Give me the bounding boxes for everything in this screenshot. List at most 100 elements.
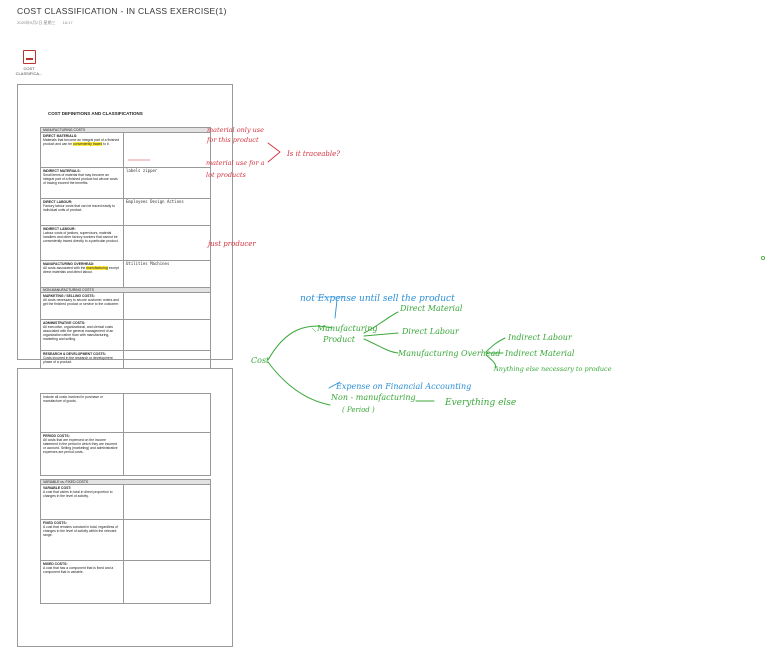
red-bracket-stroke [267,142,281,163]
definition-cell: DIRECT LABOUR:Factory labour costs that … [40,198,124,226]
answer-cell[interactable] [123,432,211,476]
branch-overhead [363,338,399,354]
definitions-table-continued: Include all costs involved in purchase o… [40,393,211,476]
mindmap-indirect-labour: Indirect Labour [507,333,573,342]
green-ink-dot [761,255,766,260]
branch-anything-else [485,354,496,369]
definition-text: All executive, organizational, and cleri… [43,325,114,341]
answer-cell[interactable]: Utilities Machines [123,260,211,288]
document-heading: COST DEFINITIONS AND CLASSIFICATIONS [48,111,143,116]
answer-cell[interactable] [123,393,211,433]
attachment-name-line1: COST [23,66,35,71]
printout-page-2: Include all costs involved in purchase o… [17,368,233,647]
definition-term: RESEARCH & DEVELOPMENT COSTS: [43,352,106,356]
branch-cost-manufacturing [267,325,333,361]
mindmap-root-cost: Cost [251,356,270,365]
definition-row: INDIRECT LABOUR:Labour costs of janitors… [40,225,211,261]
definition-text: All costs associated with the [43,266,87,270]
definition-text: All costs that are expensed on the incom… [43,438,118,454]
definition-term: INDIRECT MATERIALS: [43,169,81,173]
answer-cell[interactable]: labels zipper [123,167,211,199]
answer-cell[interactable] [123,292,211,320]
definition-cell: VARIABLE COST:A cost that varies in tota… [40,484,124,520]
definition-text: Materials that become an integral part o… [43,138,120,146]
answer-cell[interactable] [123,484,211,520]
definition-term: ADMINISTRATIVE COSTS: [43,321,86,325]
definition-row: DIRECT LABOUR:Factory labour costs that … [40,198,211,226]
definition-text: except direct materials and direct labou… [43,266,119,274]
definition-row: FIXED COSTS:A cost that remains constant… [40,519,211,561]
blue-note-expense-fa: Expense on Financial Accounting [335,382,471,391]
mindmap-direct-material: Direct Material [399,304,463,313]
highlighted-text: conveniently traced [72,142,103,146]
pdf-file-icon [22,50,36,64]
note-header: COST CLASSIFICATION - IN CLASS EXERCISE(… [17,6,227,26]
branch-indirect-labour [485,337,506,353]
answer-cell[interactable] [123,519,211,561]
definition-cell: ADMINISTRATIVE COSTS:All executive, orga… [40,319,124,351]
definition-cell: RESEARCH & DEVELOPMENT COSTS:Costs incur… [40,350,124,370]
handwritten-answer: labels zipper [126,168,158,173]
red-note-2b: lot products [206,171,246,179]
branch-direct-material [363,311,399,334]
definition-row: ADMINISTRATIVE COSTS:All executive, orga… [40,319,211,351]
definition-cell: MARKETING / SELLING COSTS:All costs nece… [40,292,124,320]
blue-arrow-down [328,381,341,389]
handwritten-answer: Employees Design Actions [126,199,184,204]
blue-note-not-expense: not Expense until sell the product [300,294,455,304]
definition-cell: PERIOD COSTS:All costs that are expensed… [40,432,124,476]
definition-term: DIRECT MATERIALS: [43,134,78,138]
definition-term: DIRECT LABOUR: [43,200,73,204]
definition-term: MARKETING / SELLING COSTS: [43,294,95,298]
definition-row: MANUFACTURING OVERHEAD:All costs associa… [40,260,211,288]
mindmap-manufacturing: Manufacturing [316,324,378,333]
definition-term: MANUFACTURING OVERHEAD: [43,262,95,266]
note-date: 2020年9月2日 星期三 [17,20,56,25]
definition-text: A cost that has a component that is fixe… [43,566,114,574]
red-note-traceable: Is it traceable? [286,150,340,158]
answer-cell[interactable]: Employees Design Actions [123,198,211,226]
definition-row: MIXED COSTS:A cost that has a component … [40,560,211,604]
definition-term: MIXED COSTS: [43,562,68,566]
definition-term: VARIABLE COST: [43,486,72,490]
definition-text: Include all costs involved in purchase o… [43,395,103,403]
definition-text: Costs incurred in the research or develo… [43,356,113,364]
mindmap-anything-else: Anything else necessary to produce [493,365,612,373]
note-title[interactable]: COST CLASSIFICATION - IN CLASS EXERCISE(… [17,6,227,16]
definition-text: A cost that remains constant in total, r… [43,525,119,537]
mindmap-non-manufacturing: Non - manufacturing [330,393,416,402]
definition-row: Include all costs involved in purchase o… [40,393,211,433]
pdf-attachment[interactable]: COST CLASSIFICA... [14,50,44,76]
definition-cell: INDIRECT LABOUR:Labour costs of janitors… [40,225,124,261]
definition-term: PERIOD COSTS: [43,434,70,438]
definition-row: RESEARCH & DEVELOPMENT COSTS:Costs incur… [40,350,211,370]
mindmap-indirect-material: Indirect Material [504,349,575,358]
definition-term: INDIRECT LABOUR: [43,227,76,231]
mindmap-direct-labour: Direct Labour [401,327,460,336]
definition-text: A cost that varies in total in direct pr… [43,490,113,498]
handwritten-answer: Utilities Machines [126,261,170,266]
definition-cell: MIXED COSTS:A cost that has a component … [40,560,124,604]
red-note-1a: material only use [207,126,264,134]
definition-text: Labour costs of janitors, supervisors, m… [43,231,119,243]
mindmap-everything-else: Everything else [444,398,516,408]
ink-tick [311,327,317,333]
red-note-producer: just producer [206,240,256,248]
printout-page-1: COST DEFINITIONS AND CLASSIFICATIONS MAN… [17,84,233,382]
branch-cost-nonmanufacturing [267,361,331,406]
answer-cell[interactable] [123,319,211,351]
definition-row: VARIABLE COST:A cost that varies in tota… [40,484,211,520]
definition-row: PERIOD COSTS:All costs that are expensed… [40,432,211,476]
blue-arrow-up [334,299,338,319]
answer-cell[interactable] [123,560,211,604]
attachment-name: COST CLASSIFICA... [14,66,44,76]
definition-text: All costs necessary to secure customer o… [43,298,119,306]
definition-text: Factory labour costs that can be traced … [43,204,115,212]
red-note-1b: for this product [206,136,259,144]
highlighted-text: manufacturing [86,266,108,270]
mindmap-product: Product [322,335,356,344]
branch-direct-labour [363,332,399,337]
